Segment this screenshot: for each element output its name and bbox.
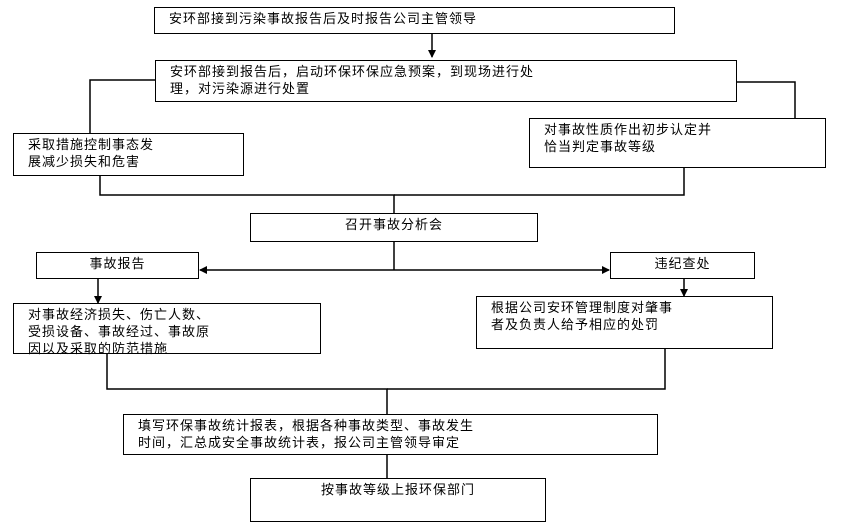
line-right-to-meeting: [394, 168, 685, 196]
report-content-box: 对事故经济损失、伤亡人数、 受损设备、事故经过、事故原 因以及采取的防范措施: [13, 303, 321, 357]
meeting-box: 召开事故分析会: [250, 213, 538, 242]
statistics-box: 填写环保事故统计报表，根据各种事故类型、事故发生 时间，汇总成安全事故统计表，报…: [123, 414, 658, 455]
discipline-branch-box: 违纪查处: [610, 252, 755, 279]
line-penalty-merge: [387, 349, 666, 390]
final-box: 按事故等级上报环保部门: [250, 478, 546, 522]
line-left-to-meeting: [99, 176, 395, 213]
left-action-box: 采取措施控制事态发 展减少损失和危害: [13, 133, 244, 176]
line-step2-right: [737, 81, 796, 118]
penalty-box: 根据公司安环管理制度对肇事 者及负责人给予相应的处罚: [476, 296, 773, 349]
step1-box: 安环部接到污染事故报告后及时报告公司主管领导: [154, 7, 675, 34]
step2-box: 安环部接到报告后，启动环保环保应急预案，到现场进行处 理，对污染源进行处置: [155, 60, 737, 102]
line-report-merge: [106, 354, 388, 414]
right-action-box: 对事故性质作出初步认定并 恰当判定事故等级: [529, 118, 826, 168]
report-branch-box: 事故报告: [36, 252, 199, 279]
line-step2-left: [89, 79, 155, 133]
